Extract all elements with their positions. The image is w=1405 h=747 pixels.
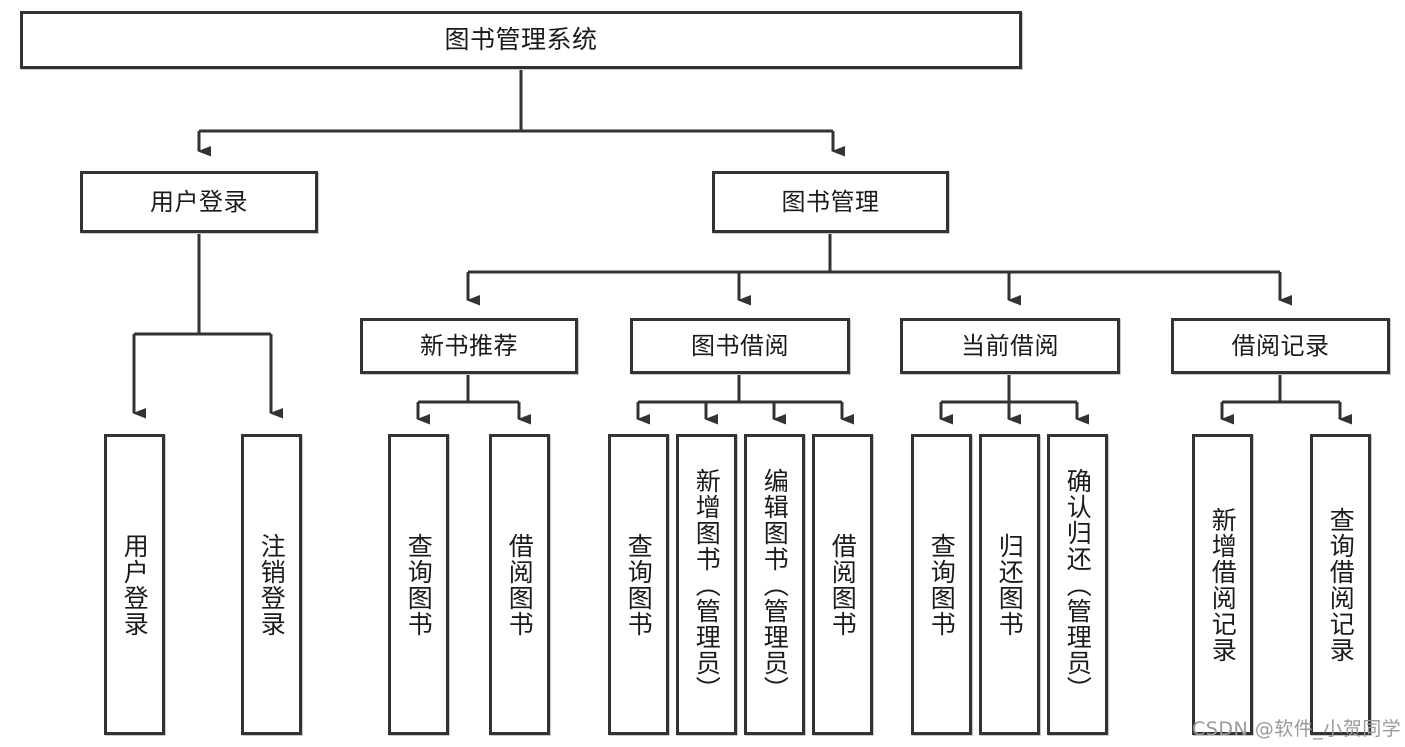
leaf-current-borrow-query[interactable]: 查询图书 — [911, 434, 972, 735]
leaf-borrow-record-query[interactable]: 查询借阅记录 — [1310, 434, 1371, 735]
node-label: 借阅图书 — [505, 532, 535, 637]
node-label: 查询借阅记录 — [1326, 506, 1356, 663]
node-label: 新书推荐 — [420, 331, 518, 360]
node-label: 用户登录 — [150, 187, 248, 216]
node-label: 归还图书 — [995, 532, 1025, 637]
node-label: 借阅图书 — [828, 532, 858, 637]
leaf-book-borrow-add[interactable]: 新增图书（管理员） — [676, 434, 737, 735]
node-label: 查询图书 — [624, 532, 654, 637]
node-root-book-management-system[interactable]: 图书管理系统 — [20, 11, 1022, 69]
node-label: 编辑图书（管理员） — [760, 467, 790, 702]
leaf-book-borrow-query[interactable]: 查询图书 — [608, 434, 669, 735]
node-book-management[interactable]: 图书管理 — [712, 171, 949, 233]
node-book-borrow[interactable]: 图书借阅 — [630, 318, 850, 374]
leaf-book-borrow-borrow[interactable]: 借阅图书 — [812, 434, 873, 735]
node-label: 新增图书（管理员） — [692, 467, 722, 702]
leaf-user-login-login[interactable]: 用户登录 — [104, 434, 165, 735]
node-borrow-record[interactable]: 借阅记录 — [1171, 318, 1390, 374]
leaf-current-borrow-return[interactable]: 归还图书 — [979, 434, 1040, 735]
node-label: 当前借阅 — [961, 331, 1059, 360]
node-new-book-recommend[interactable]: 新书推荐 — [360, 318, 578, 374]
leaf-user-login-logout[interactable]: 注销登录 — [241, 434, 302, 735]
leaf-new-book-borrow[interactable]: 借阅图书 — [489, 434, 550, 735]
node-label: 查询图书 — [404, 532, 434, 637]
leaf-book-borrow-edit[interactable]: 编辑图书（管理员） — [744, 434, 805, 735]
leaf-borrow-record-add[interactable]: 新增借阅记录 — [1192, 434, 1253, 735]
node-label: 确认归还（管理员） — [1063, 467, 1093, 702]
leaf-current-borrow-confirm-return[interactable]: 确认归还（管理员） — [1047, 434, 1108, 735]
node-label: 用户登录 — [120, 532, 150, 637]
node-current-borrow[interactable]: 当前借阅 — [900, 318, 1120, 374]
node-label: 图书借阅 — [691, 331, 789, 360]
node-label: 借阅记录 — [1231, 331, 1330, 360]
node-label: 图书管理 — [781, 187, 880, 216]
node-label: 注销登录 — [257, 532, 287, 637]
leaf-new-book-query[interactable]: 查询图书 — [388, 434, 449, 735]
node-label: 查询图书 — [927, 532, 957, 637]
node-label: 新增借阅记录 — [1208, 506, 1238, 663]
csdn-watermark: CSDN @软件_小贺同学 — [1192, 718, 1402, 740]
node-user-login[interactable]: 用户登录 — [80, 171, 318, 233]
node-label: 图书管理系统 — [444, 25, 598, 54]
